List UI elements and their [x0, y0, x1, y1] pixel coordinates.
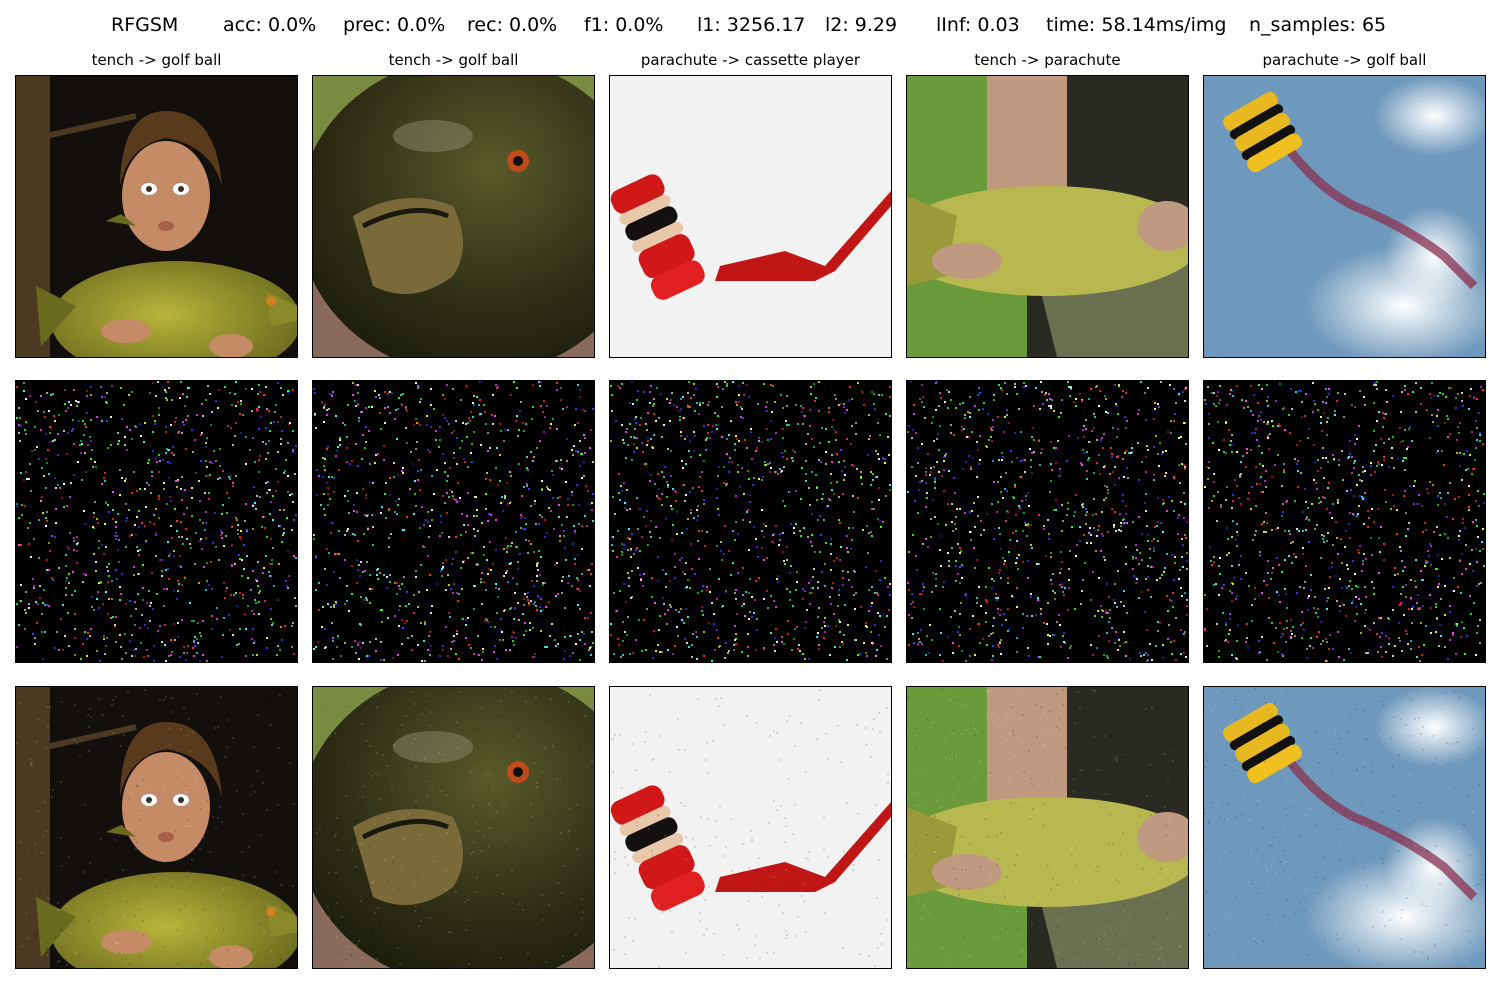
noise-pixels: [907, 381, 1188, 662]
column-title: tench -> parachute: [974, 51, 1121, 69]
noise-pixels: [16, 381, 297, 662]
original-image-red-parachute: [609, 75, 892, 358]
perturbation-noise-map: [906, 380, 1189, 663]
method-label: RFGSM: [111, 14, 179, 36]
noise-pixels: [1204, 381, 1485, 662]
time-metric: time: 58.14ms/img: [1046, 14, 1227, 36]
noise-pixels: [610, 381, 891, 662]
adversarial-illustration: [610, 687, 891, 968]
perturbation-noise-map: [609, 380, 892, 663]
adversarial-image-tench-face: [312, 686, 595, 969]
l2-metric: l2: 9.29: [825, 14, 898, 36]
noise-pixels: [313, 381, 594, 662]
adversarial-illustration: [313, 687, 594, 968]
adversarial-image-red-parachute: [609, 686, 892, 969]
adversarial-image-tench-grass: [906, 686, 1189, 969]
original-image-tench-grass: [906, 75, 1189, 358]
metrics-header: RFGSM acc: 0.0% prec: 0.0% rec: 0.0% f1:…: [0, 14, 1500, 44]
column-title: parachute -> golf ball: [1262, 51, 1427, 69]
tench-man-illustration: [16, 76, 297, 357]
original-image-tench-face: [312, 75, 595, 358]
adversarial-illustration: [16, 687, 297, 968]
adversarial-image-yellow-parachute: [1203, 686, 1486, 969]
adversarial-illustration: [907, 687, 1188, 968]
recall-metric: rec: 0.0%: [467, 14, 558, 36]
perturbation-noise-map: [1203, 380, 1486, 663]
f1-metric: f1: 0.0%: [584, 14, 664, 36]
column-title: tench -> golf ball: [388, 51, 519, 69]
adversarial-image-tench-man: [15, 686, 298, 969]
accuracy-metric: acc: 0.0%: [223, 14, 317, 36]
perturbation-noise-map: [312, 380, 595, 663]
original-image-yellow-parachute: [1203, 75, 1486, 358]
column-title: parachute -> cassette player: [640, 51, 861, 69]
n-samples-metric: n_samples: 65: [1249, 14, 1387, 36]
original-image-tench-man: [15, 75, 298, 358]
yellow-parachute-illustration: [1204, 76, 1485, 357]
column-title: tench -> golf ball: [91, 51, 222, 69]
precision-metric: prec: 0.0%: [343, 14, 446, 36]
red-parachute-illustration: [610, 76, 891, 357]
linf-metric: lInf: 0.03: [936, 14, 1020, 36]
l1-metric: l1: 3256.17: [697, 14, 806, 36]
adversarial-illustration: [1204, 687, 1485, 968]
tench-face-illustration: [313, 76, 594, 357]
tench-grass-illustration: [907, 76, 1188, 357]
perturbation-noise-map: [15, 380, 298, 663]
